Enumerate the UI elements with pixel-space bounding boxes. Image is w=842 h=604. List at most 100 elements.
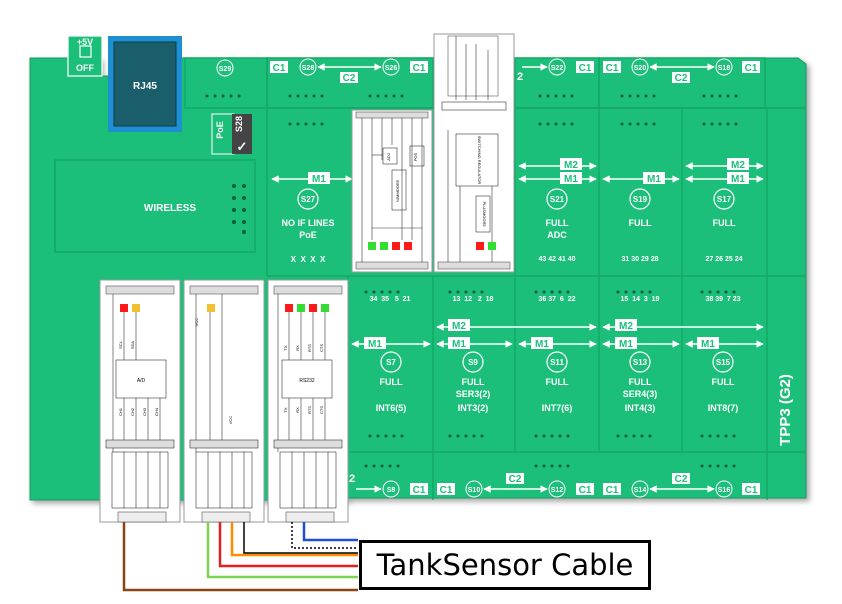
s17-id: S17 (717, 195, 732, 204)
wire-black (243, 522, 358, 554)
tank-sensor-cable-caption: TankSensor Cable (359, 540, 651, 590)
top-row (216, 58, 760, 83)
upper1-chip1: ADJ (386, 153, 391, 161)
s22-label: S22 (551, 65, 564, 72)
m1-s27: M1 (312, 174, 326, 185)
rs232-cts: CTS (319, 344, 324, 352)
top-c2-a: C2 (343, 73, 356, 84)
bottom-row (356, 473, 760, 498)
upper-module-2[interactable] (433, 33, 515, 273)
wire-orange (230, 522, 358, 557)
rj45-port[interactable] (108, 36, 182, 132)
power-state: OFF (76, 63, 94, 73)
m1-s13: M1 (619, 339, 633, 350)
s8-label: S8 (387, 487, 396, 494)
bottom-c1-b: C1 (440, 485, 453, 496)
wire-red (218, 522, 358, 568)
bottom-c2-partial: 2 (349, 473, 355, 485)
s27-line1: NO IF LINES (281, 218, 334, 228)
pins-row-e: 38 39 7 23 (705, 296, 740, 303)
rs232-chip: RS232 (299, 378, 315, 384)
s9-line1: FULL (462, 377, 485, 387)
top-c2-b: C2 (675, 73, 688, 84)
s9-id: S9 (468, 358, 478, 367)
m1-s9: M1 (452, 339, 466, 350)
m1-s7: M1 (368, 339, 382, 350)
rs232-tx: TX (283, 345, 288, 350)
rs232-rx-b: RX (295, 407, 300, 413)
s11-line3: INT7(6) (542, 403, 573, 413)
s19-line1: FULL (629, 218, 652, 228)
s13-line1: FULL (629, 377, 652, 387)
upper-module-1[interactable] (351, 109, 433, 273)
vcc-sig1: VCC (194, 318, 199, 327)
m2-s9: M2 (452, 321, 466, 332)
wireless-pins (232, 184, 246, 234)
ad-ch2: CH2 (130, 407, 135, 416)
rs232-rx: RX (295, 345, 300, 351)
upper2-chip: SWITCHING REGULATOR (477, 136, 482, 185)
bottom-c1-a: C1 (413, 485, 426, 496)
ad-sig2: SDA (130, 341, 135, 350)
s27-id: S27 (301, 195, 316, 204)
s21-id: S21 (550, 195, 565, 204)
m2-s17: M2 (731, 160, 745, 171)
poe-jumper[interactable] (211, 113, 252, 155)
s18-label: S18 (718, 65, 731, 72)
m1-s11: M1 (535, 339, 549, 350)
pins-row-b: 13 12 2 18 (453, 296, 494, 303)
s28b-label: S28 (302, 65, 315, 72)
s15-id: S15 (716, 358, 731, 367)
s9-line3: INT3(2) (458, 403, 489, 413)
pins-row-d: 15 14 3 19 (621, 296, 660, 303)
s14-label: S14 (634, 487, 647, 494)
m2-s21: M2 (564, 160, 578, 171)
module-ad[interactable] (99, 279, 181, 523)
wireless-label: WIRELESS (144, 203, 197, 214)
m1-s19: M1 (647, 174, 661, 185)
s7-id: S7 (386, 358, 396, 367)
top-c1-a: C1 (273, 63, 286, 74)
ad-ch4: CH4 (154, 407, 159, 416)
s11-id: S11 (550, 358, 564, 367)
s13-line2: SER4(3) (623, 389, 658, 399)
s28-label: S28 (234, 116, 244, 132)
s20-label: S20 (634, 65, 647, 72)
upper2-chip2: PLUSMOOR5 (482, 201, 487, 227)
wire-green (206, 522, 358, 579)
top-c2-partial: 2 (517, 71, 523, 83)
m2-s13: M2 (619, 321, 633, 332)
s17-pins: 27 26 25 24 (706, 256, 743, 263)
s7-line3: INT6(5) (376, 403, 407, 413)
wire-dotted (291, 522, 358, 549)
s17-line1: FULL (713, 218, 736, 228)
ad-ch3: CH3 (142, 407, 147, 416)
module-rs232[interactable] (267, 279, 349, 523)
bottom-c1-d: C1 (606, 485, 619, 496)
top-c1-e: C1 (745, 63, 758, 74)
s21-line1: FULL (546, 218, 569, 228)
ad-chip: A/D (137, 378, 146, 384)
m1-s15: M1 (701, 339, 715, 350)
m1-s17: M1 (731, 174, 745, 185)
rs232-cts-b: CTS (319, 406, 324, 414)
s19-pins: 31 30 29 28 (622, 256, 659, 263)
s13-line3: INT4(3) (625, 403, 656, 413)
poe-label: PoE (215, 121, 225, 139)
top-c1-c: C1 (579, 63, 592, 74)
s21-line2: ADC (547, 230, 567, 240)
power-switch[interactable] (67, 35, 103, 77)
module-vcc[interactable] (183, 279, 265, 523)
s21-pins: 43 42 41 40 (539, 256, 576, 263)
s26-label: S26 (385, 65, 398, 72)
bottom-c1-e: C1 (745, 485, 758, 496)
bottom-c2-b: C2 (675, 474, 688, 485)
top-pin-rows (205, 94, 738, 468)
mid-m-badges (308, 158, 749, 184)
s10-label: S10 (468, 487, 481, 494)
s12-label: S12 (551, 487, 564, 494)
mid-slot-circles (297, 188, 735, 210)
s19-id: S19 (633, 195, 648, 204)
bottom-m-badges (364, 319, 719, 349)
